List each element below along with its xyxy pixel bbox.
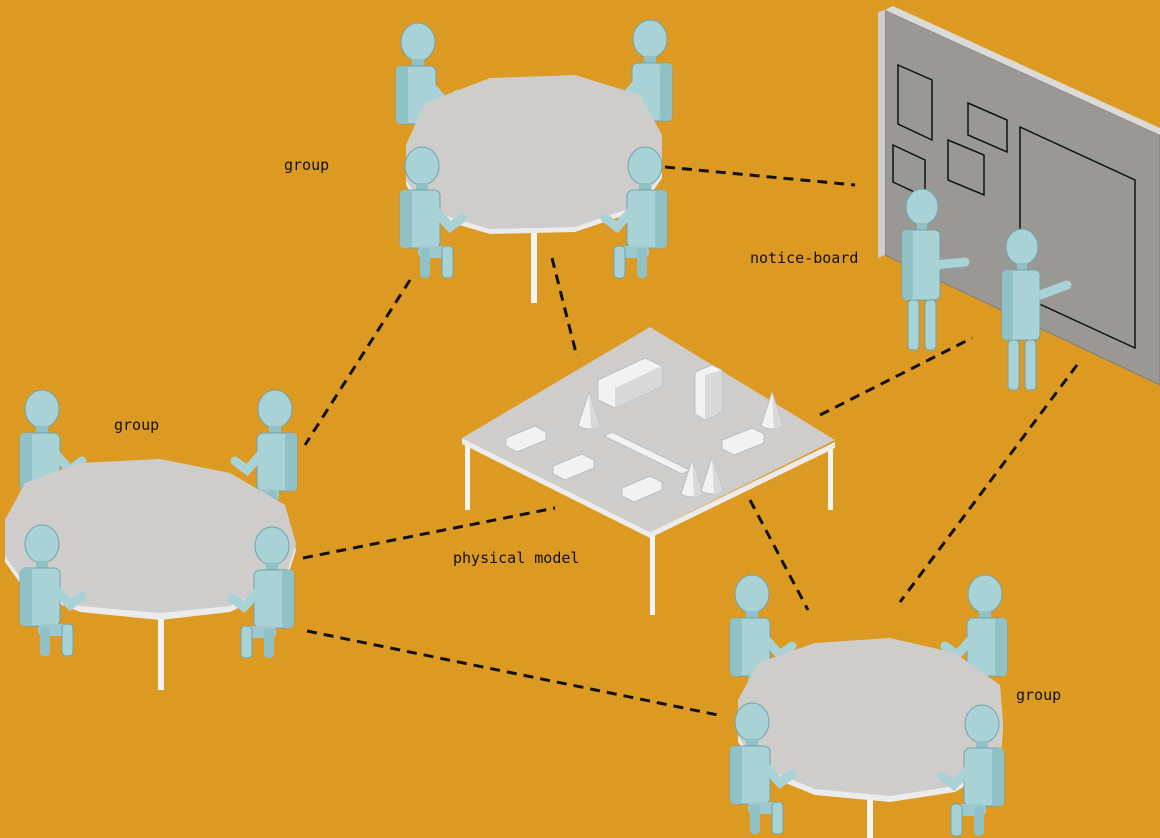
connector-top-to-board	[664, 165, 856, 187]
label-group-top: group	[284, 156, 330, 174]
label-physical-model: physical model	[453, 549, 580, 567]
connector-left-to-bottom	[306, 629, 719, 717]
connector-top-to-left	[303, 279, 412, 446]
group-left	[5, 390, 297, 690]
notice-board	[878, 6, 1160, 386]
round-table-left	[5, 459, 296, 690]
connectors	[302, 165, 1079, 717]
round-table-bottom-right	[738, 638, 1003, 838]
label-group-left: group	[114, 416, 160, 434]
group-top	[396, 20, 672, 303]
connector-model-to-bottom	[748, 499, 810, 611]
connector-top-to-model	[550, 257, 579, 358]
round-table-top	[406, 75, 662, 303]
connector-model-to-board	[819, 336, 973, 417]
board-presenters	[901, 188, 1072, 391]
group-bottom-right	[730, 575, 1007, 838]
connector-board-to-bottom	[898, 364, 1079, 603]
label-group-bottom-right: group	[1016, 686, 1062, 704]
connector-left-to-model	[302, 506, 556, 560]
label-notice-board: notice-board	[750, 249, 859, 267]
physical-model	[462, 327, 835, 615]
